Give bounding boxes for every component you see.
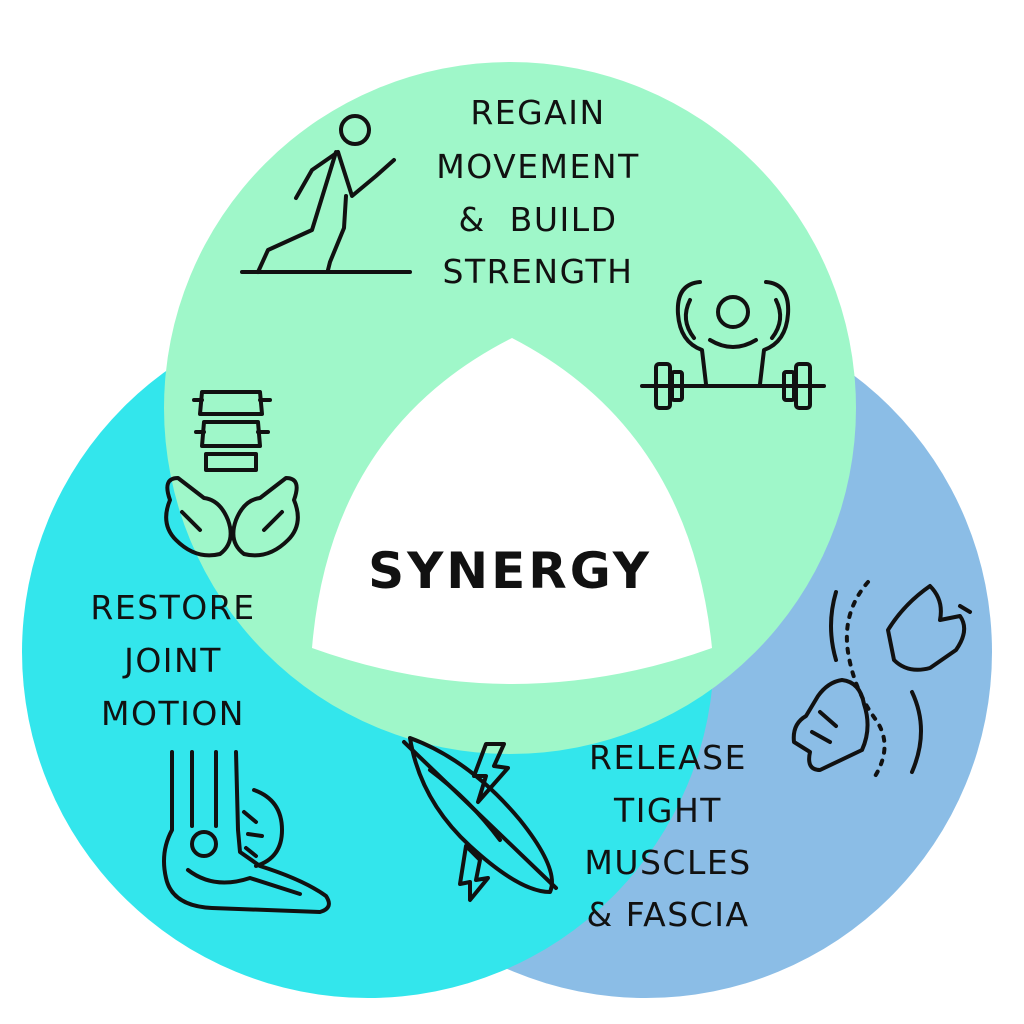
top-line-3: & BUILD	[458, 200, 617, 239]
label-restore-joint: RESTORE JOINT MOTION	[90, 588, 255, 733]
hands-massage-icon	[791, 580, 972, 780]
muscle-lightning-icon	[402, 736, 558, 902]
right-line-1: RELEASE	[589, 738, 747, 777]
spine-hands-icon	[164, 390, 300, 558]
right-line-3: MUSCLES	[584, 843, 751, 882]
ankle-joint-icon	[162, 750, 331, 914]
left-line-3: MOTION	[101, 694, 245, 733]
label-release-muscles: RELEASE TIGHT MUSCLES & FASCIA	[584, 738, 751, 934]
left-line-1: RESTORE	[90, 588, 255, 627]
center-label: SYNERGY	[368, 542, 652, 600]
top-line-4: STRENGTH	[443, 252, 634, 291]
top-line-2: MOVEMENT	[436, 147, 639, 186]
top-line-1: REGAIN	[470, 93, 605, 132]
label-regain-movement: REGAIN MOVEMENT & BUILD STRENGTH	[436, 93, 639, 291]
left-line-2: JOINT	[122, 641, 222, 680]
right-line-2: TIGHT	[613, 791, 722, 830]
synergy-region	[312, 338, 712, 684]
running-person-icon	[240, 114, 412, 274]
weightlifter-icon	[640, 280, 826, 410]
right-line-4: & FASCIA	[586, 895, 749, 934]
